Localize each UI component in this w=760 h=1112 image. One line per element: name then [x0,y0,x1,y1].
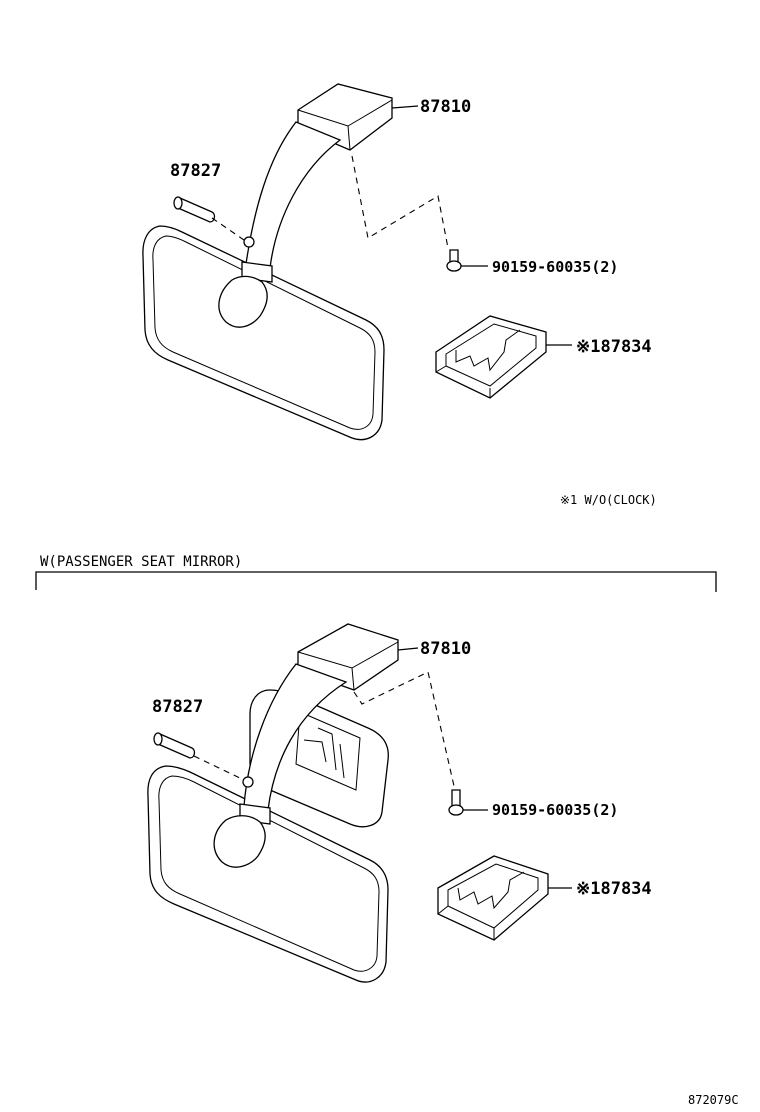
bottom-assembly: 87810 87827 90159-60035(2) ※187834 [147,623,652,983]
label-90159-60035-bottom: 90159-60035(2) [492,801,618,819]
label-87834-top: ※187834 [576,337,652,357]
pin-87827-top [173,196,245,241]
footnote-wo-clock: ※1 W/O(CLOCK) [560,493,657,507]
label-90159-60035-top: 90159-60035(2) [492,258,618,276]
section-bracket: W(PASSENGER SEAT MIRROR) [35,554,717,592]
cover-87834-top [435,315,547,399]
section-title: W(PASSENGER SEAT MIRROR) [40,554,242,570]
rear-view-mirror-bottom [147,765,389,983]
top-assembly: 87810 87827 90159-60035(2) ※187834 ※1 W/… [142,83,657,507]
screw-90159-60035-bottom [448,789,464,816]
rear-view-mirror-top [142,225,385,441]
label-87834-bottom: ※187834 [576,879,652,899]
figure-code: 872079C [688,1093,739,1107]
label-87827-bottom: 87827 [152,697,203,717]
label-87810-top: 87810 [420,97,471,117]
label-87810-bottom: 87810 [420,639,471,659]
label-87827-top: 87827 [170,161,221,181]
pin-87827-bottom [153,732,245,781]
cover-87834-bottom [437,855,549,941]
screw-90159-60035-top [446,249,462,272]
stay-arm-87810-bottom [213,623,399,868]
stay-arm-87810-top [218,83,393,328]
